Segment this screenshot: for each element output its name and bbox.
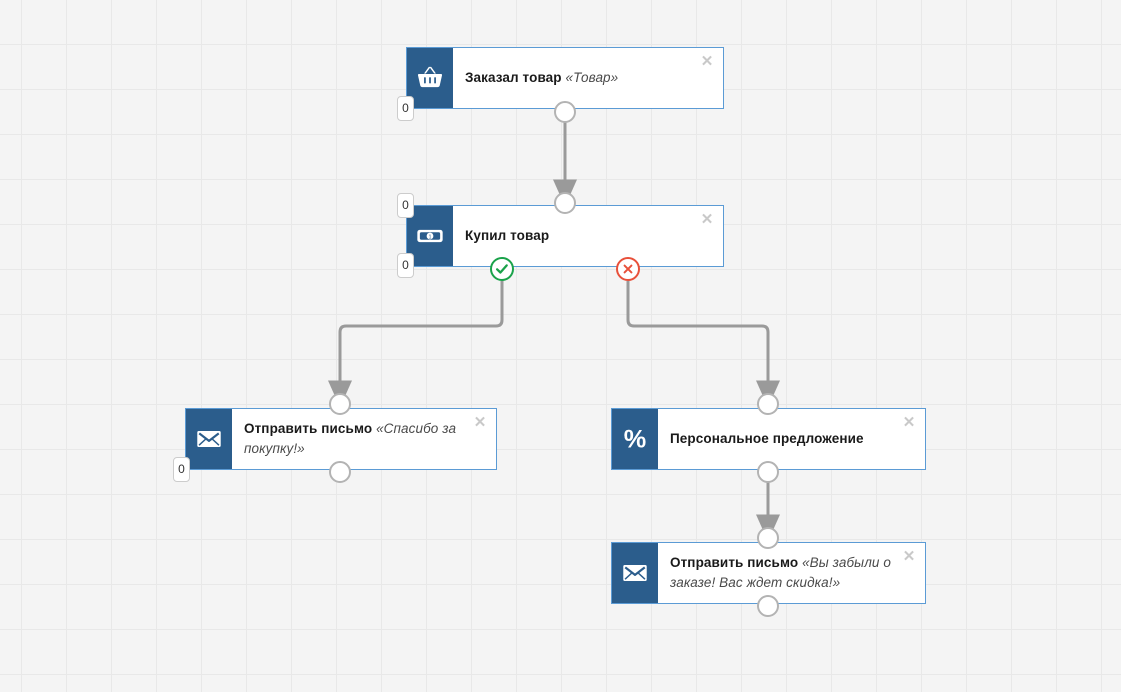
- node-body: Купил товар ✕: [453, 206, 723, 266]
- port-bought-in[interactable]: [554, 192, 576, 214]
- svg-text:%: %: [624, 425, 647, 453]
- port-email-thanks-out[interactable]: [329, 461, 351, 483]
- node-subtitle: «Вы забыли о заказе! Вас ждет скидка!»: [670, 555, 891, 590]
- node-title: Персональное предложение: [670, 431, 864, 446]
- close-icon[interactable]: ✕: [700, 211, 714, 228]
- close-icon[interactable]: ✕: [902, 548, 916, 565]
- badge-bought-bottom[interactable]: 0: [397, 253, 414, 278]
- badge-email-thanks[interactable]: 0: [173, 457, 190, 482]
- svg-text:1: 1: [429, 234, 432, 240]
- shopping-basket-icon: [407, 48, 453, 108]
- connector-edge-yes-to-email-thanks: [328, 281, 504, 408]
- node-subtitle: «Товар»: [565, 70, 619, 85]
- badge-bought-top[interactable]: 0: [397, 193, 414, 218]
- port-bought-yes[interactable]: [490, 257, 514, 281]
- port-ordered-out[interactable]: [554, 101, 576, 123]
- node-personal-offer[interactable]: % Персональное предложение ✕: [611, 408, 926, 470]
- port-email-thanks-in[interactable]: [329, 393, 351, 415]
- node-body: Отправить письмо «Спасибо за покупку!» ✕: [232, 409, 496, 469]
- banknote-icon: 1: [407, 206, 453, 266]
- node-subtitle: «Спасибо за покупку!»: [244, 421, 457, 456]
- node-title: Заказал товар: [465, 70, 562, 85]
- percent-icon: %: [612, 409, 658, 469]
- port-email-discount-out[interactable]: [757, 595, 779, 617]
- node-send-email-thanks[interactable]: Отправить письмо «Спасибо за покупку!» ✕: [185, 408, 497, 470]
- node-label: Купил товар: [465, 226, 549, 246]
- node-label: Персональное предложение: [670, 429, 864, 449]
- node-title: Отправить письмо: [670, 555, 799, 570]
- node-title: Отправить письмо: [244, 421, 373, 436]
- port-bought-no[interactable]: [616, 257, 640, 281]
- node-label: Заказал товар «Товар»: [465, 68, 618, 88]
- port-offer-out[interactable]: [757, 461, 779, 483]
- badge-ordered-bottom[interactable]: 0: [397, 96, 414, 121]
- node-bought-product[interactable]: 1 Купил товар ✕: [406, 205, 724, 267]
- node-body: Заказал товар «Товар» ✕: [453, 48, 723, 108]
- node-label: Отправить письмо «Вы забыли о заказе! Ва…: [670, 553, 891, 593]
- envelope-icon: [186, 409, 232, 469]
- node-body: Отправить письмо «Вы забыли о заказе! Ва…: [658, 543, 925, 603]
- close-icon[interactable]: ✕: [902, 414, 916, 431]
- close-icon[interactable]: ✕: [473, 414, 487, 431]
- port-offer-in[interactable]: [757, 393, 779, 415]
- connector-edge-no-to-personal-offer: [626, 281, 780, 408]
- node-ordered-product[interactable]: Заказал товар «Товар» ✕: [406, 47, 724, 109]
- node-body: Персональное предложение ✕: [658, 409, 925, 469]
- node-label: Отправить письмо «Спасибо за покупку!»: [244, 419, 462, 459]
- envelope-icon: [612, 543, 658, 603]
- node-title: Купил товар: [465, 228, 550, 243]
- port-email-discount-in[interactable]: [757, 527, 779, 549]
- close-icon[interactable]: ✕: [700, 53, 714, 70]
